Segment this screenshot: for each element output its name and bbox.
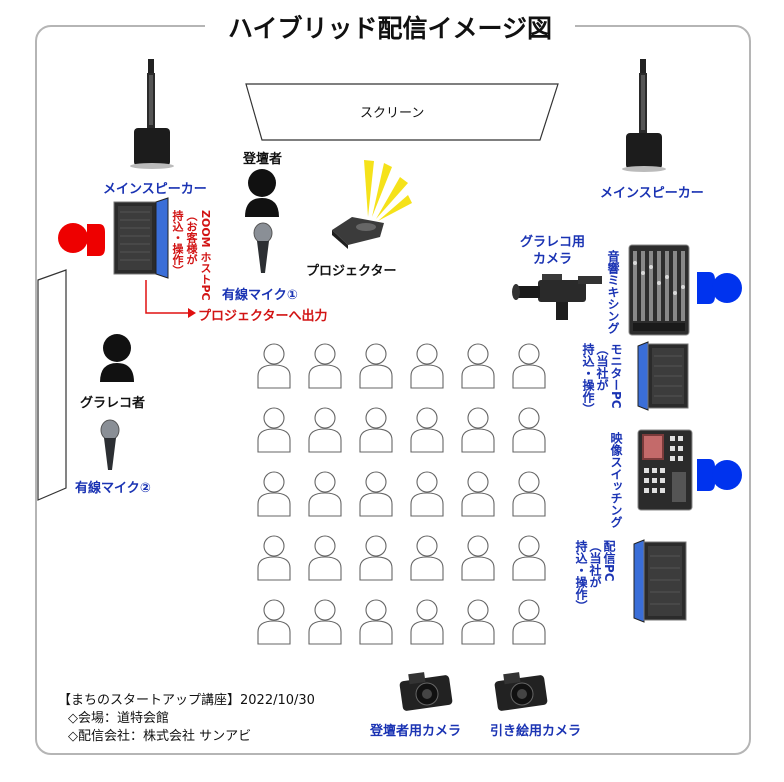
event-info-company: ◇配信会社：株式会社 サンアビ — [68, 729, 252, 744]
projector-output-label: プロジェクターへ出力 — [198, 309, 328, 324]
client-person-icon — [58, 223, 105, 256]
wide-camera-label: 引き絵用カメラ — [490, 724, 582, 739]
main-speaker-right — [622, 59, 666, 172]
zoom-host-pc — [113, 197, 169, 279]
event-info: 【まちのスタートアップ講座】2022/10/30 ◇会場：道特会館 ◇配信会社：… — [58, 692, 315, 746]
graphic-camera-label: グラレコ用 カメラ — [520, 235, 586, 267]
speaker-camera-label: 登壇者用カメラ — [370, 724, 462, 739]
zoom-pc-label: ZOOM ホストPC （お客様が 持込・操作） — [171, 210, 212, 301]
audio-mixer-label: 音響ミキシング — [606, 250, 620, 334]
speaker-camera-icon — [399, 672, 453, 711]
video-operator-icon — [697, 459, 742, 491]
projector-label: プロジェクター — [306, 264, 397, 279]
audience-seating — [257, 343, 546, 645]
whiteboard — [37, 269, 67, 501]
graphic-camera-icon — [512, 274, 602, 320]
stream-pc-label: 配信PC （当社が 持込・操作） — [574, 540, 616, 612]
projector-icon — [332, 160, 412, 249]
mic-2-label: 有線マイク② — [75, 481, 151, 496]
wide-camera-icon — [494, 672, 548, 711]
video-switcher-label: 映像スイッチング — [609, 432, 623, 528]
mic-2-icon — [100, 419, 120, 470]
event-info-title: 【まちのスタートアップ講座】2022/10/30 — [58, 693, 315, 708]
speaker-person-icon — [245, 169, 279, 217]
mic-1-label: 有線マイク① — [222, 288, 298, 303]
monitor-pc-icon — [637, 341, 689, 411]
screen — [245, 83, 559, 141]
speaker-right-label: メインスピーカー — [600, 186, 704, 201]
stream-pc-icon — [633, 539, 687, 623]
video-switcher-icon — [637, 429, 693, 511]
graphic-recorder-label: グラレコ者 — [80, 396, 146, 411]
graphic-recorder-icon — [100, 334, 134, 382]
monitor-pc-label: モニターPC （当社が 持込・操作） — [581, 343, 623, 415]
mic-1-icon — [253, 222, 273, 273]
audio-mixer-icon — [628, 244, 690, 336]
speaker-person-label: 登壇者 — [243, 152, 283, 167]
main-speaker-left — [130, 59, 174, 169]
diagram-title: ハイブリッド配信イメージ図 — [205, 12, 575, 46]
screen-label: スクリーン — [360, 106, 425, 121]
speaker-left-label: メインスピーカー — [103, 182, 207, 197]
audio-operator-icon — [697, 272, 742, 304]
event-info-venue: ◇会場：道特会館 — [68, 711, 169, 726]
projector-output-arrow — [145, 280, 196, 318]
